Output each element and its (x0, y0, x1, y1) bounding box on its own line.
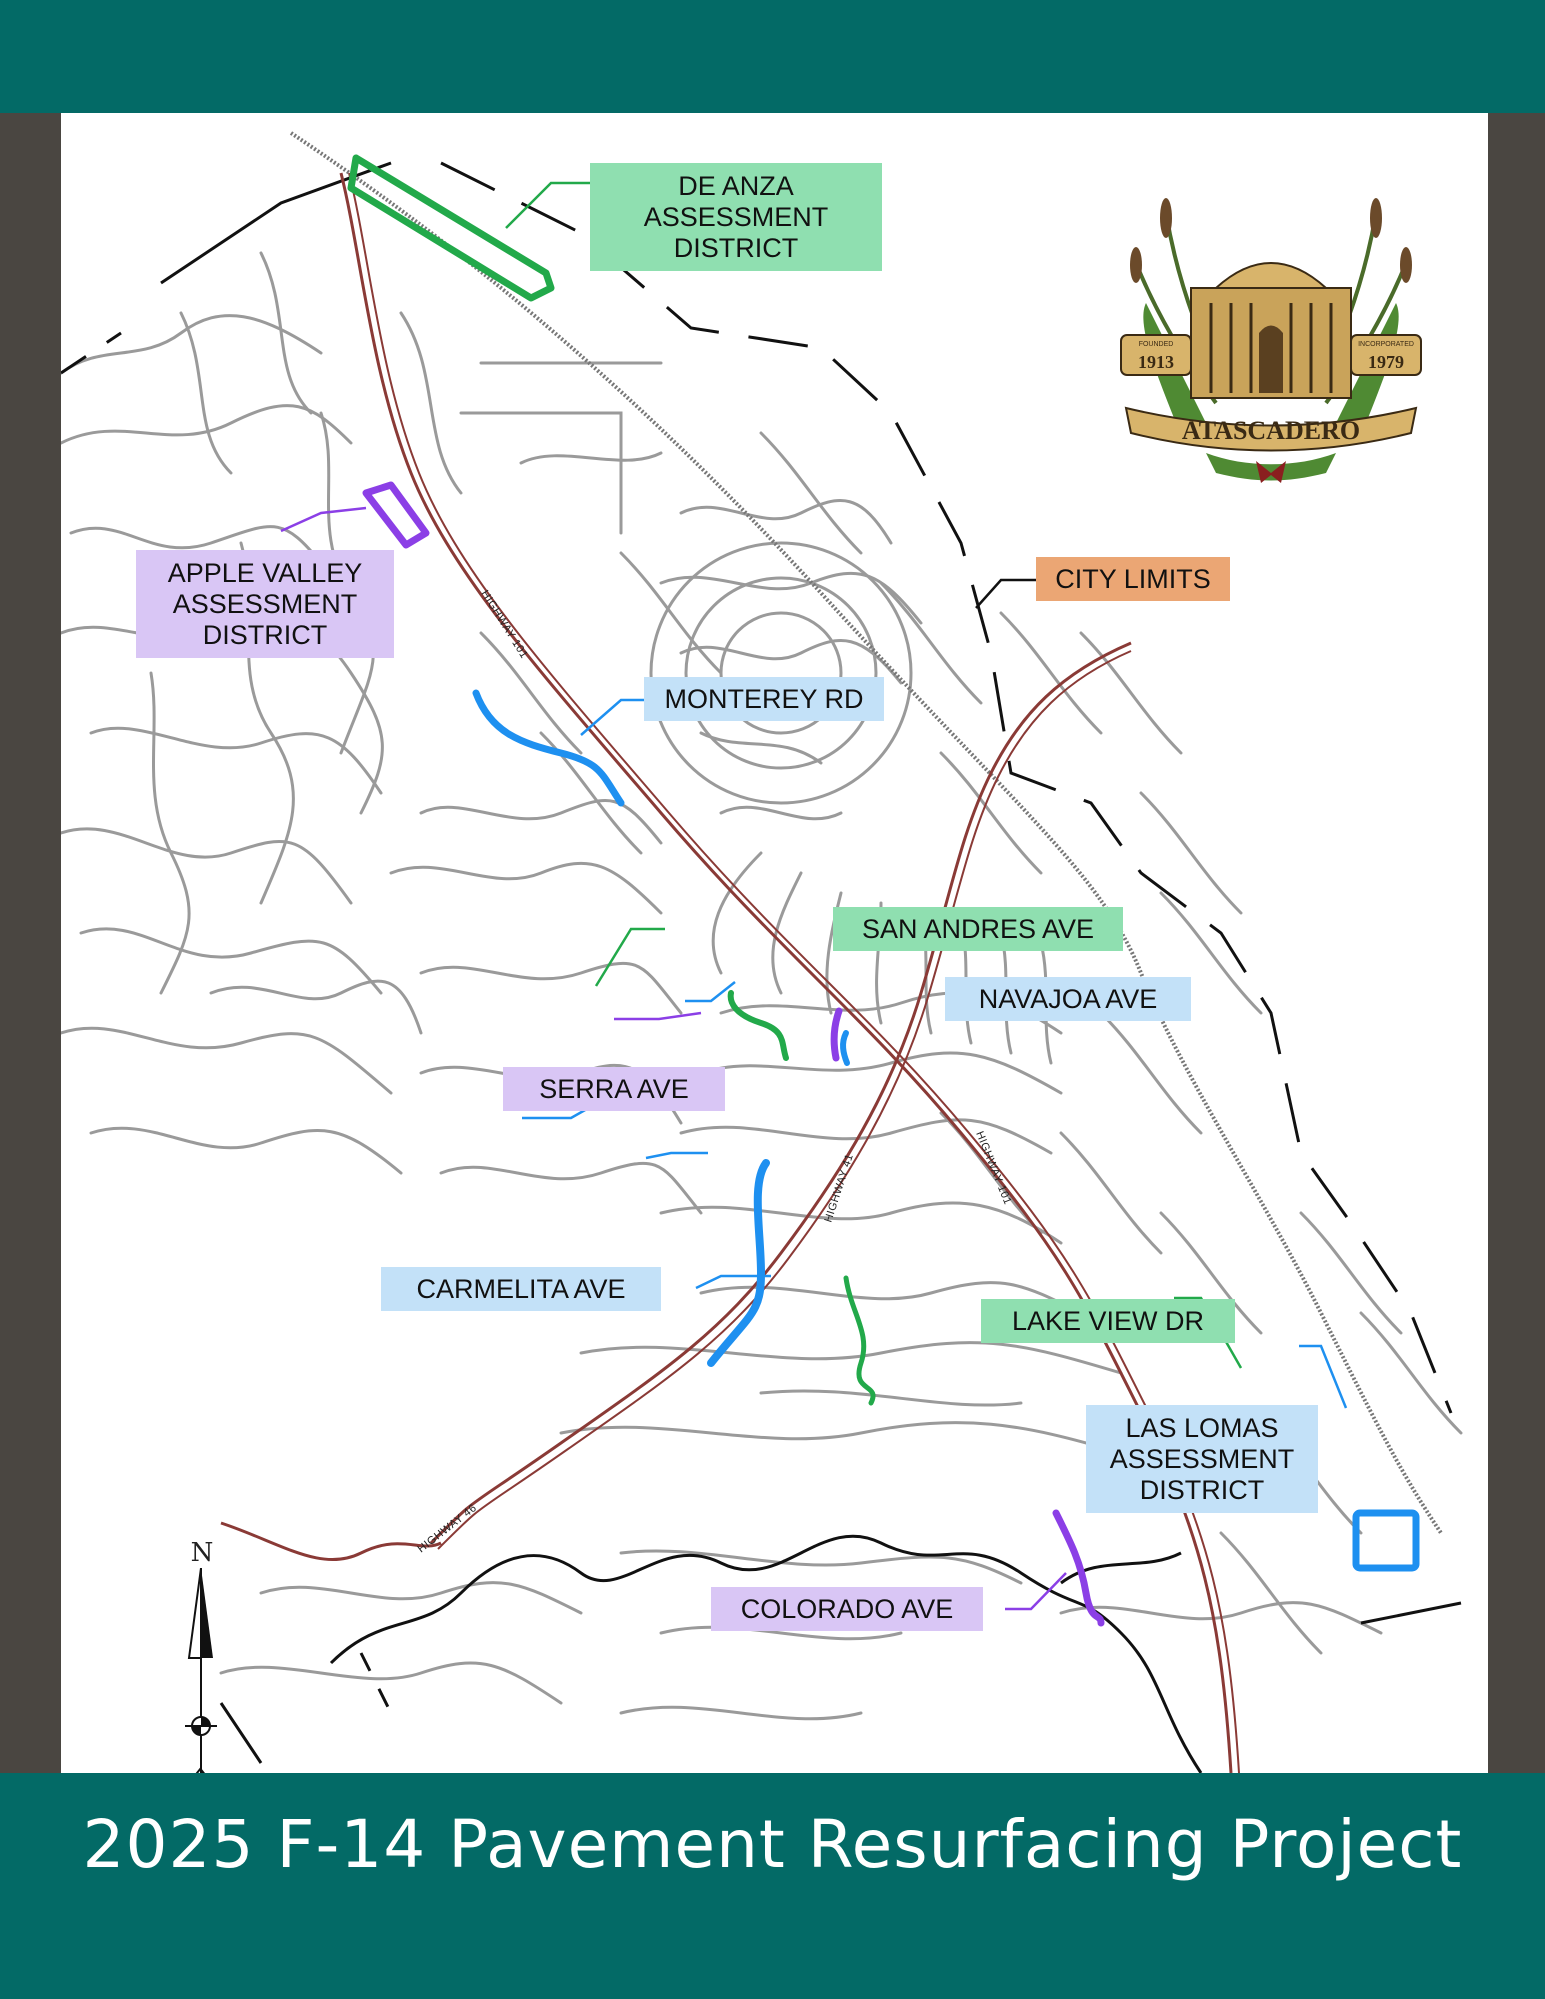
highway-41 (429, 641, 1132, 1545)
monterey-rd-segment (472, 689, 625, 807)
navajoa-label: NAVAJOA AVE (945, 977, 1191, 1021)
monterey-rd-label: MONTEREY RD (644, 677, 884, 721)
left-frame (0, 113, 61, 1773)
serra-segment (830, 1007, 843, 1062)
project-segments (347, 154, 1420, 1627)
highway-46 (220, 1521, 442, 1562)
carmelita-segment (707, 1159, 770, 1367)
highway-46-label: HIGHWAY 46 (415, 1502, 479, 1555)
right-frame (1488, 113, 1545, 1773)
north-arrow (185, 1568, 217, 1773)
city-limits-label: CITY LIMITS (1036, 557, 1230, 601)
page-title: 2025 F-14 Pavement Resurfacing Project (82, 1806, 1463, 1883)
north-label: N (190, 1538, 214, 1568)
header-bar (0, 0, 1545, 113)
las-lomas-district-outline (1352, 1509, 1420, 1572)
founded-label: FOUNDED (1139, 341, 1174, 348)
incorporated-year: 1979 (1368, 352, 1404, 372)
founded-year: 1913 (1138, 352, 1174, 372)
serra-label: SERRA AVE (503, 1067, 725, 1111)
footer-bar (0, 1773, 1545, 1999)
incorporated-label: INCORPORATED (1358, 341, 1414, 348)
colorado-label: COLORADO AVE (711, 1587, 983, 1631)
leader-lines (280, 181, 1348, 1611)
highway-101-label-south: HIGHWAY 101 (973, 1130, 1013, 1207)
seal-graphic: FOUNDED 1913 INCORPORATED 1979 ATASCADER… (1120, 198, 1422, 483)
lake-view-label: LAKE VIEW DR (981, 1299, 1235, 1343)
de-anza-district-outline (347, 154, 555, 302)
carmelita-label: CARMELITA AVE (381, 1267, 661, 1311)
map-panel[interactable]: HIGHWAY 101 HIGHWAY 101 HIGHWAY 41 HIGHW… (61, 113, 1488, 1773)
navajoa-segment (840, 1030, 850, 1066)
colorado-segment (1052, 1509, 1105, 1627)
san-andres-label: SAN ANDRES AVE (833, 907, 1123, 951)
lake-view-segment (843, 1275, 876, 1406)
seal-name: ATASCADERO (1182, 416, 1360, 445)
city-seal-logo: FOUNDED 1913 INCORPORATED 1979 ATASCADER… (1096, 193, 1446, 483)
southern-boundary (329, 1534, 1203, 1773)
highway-101-label-north: HIGHWAY 101 (478, 588, 530, 661)
apple-valley-district-outline (362, 481, 430, 549)
san-andres-segment (727, 990, 789, 1061)
